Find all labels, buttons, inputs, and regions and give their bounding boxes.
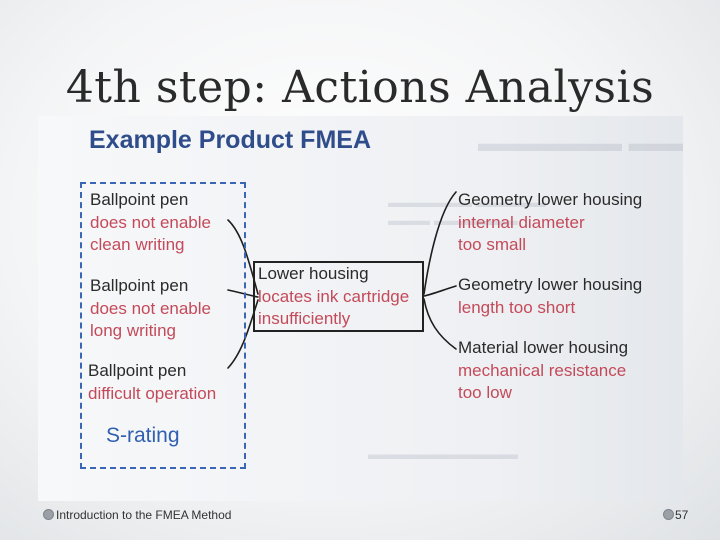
cause-1-subject: Geometry lower housing	[458, 190, 643, 209]
effect-3-line-1: difficult operation	[88, 383, 217, 403]
cause-2-subject: Geometry lower housing	[458, 275, 643, 294]
slide-title: 4th step: Actions Analysis	[65, 62, 655, 113]
cause-3-subject: Material lower housing	[458, 338, 629, 357]
connector-cause-1	[423, 191, 457, 295]
footer-text: Introduction to the FMEA Method	[56, 508, 232, 522]
effect-2: Ballpoint pen does not enable long writi…	[90, 275, 211, 343]
effect-2-subject: Ballpoint pen	[90, 276, 189, 295]
cause-1: Geometry lower housing internal diameter…	[458, 189, 642, 257]
cause-3: Material lower housing mechanical resist…	[458, 337, 628, 405]
failure-mode-line-2: insufficiently	[258, 309, 351, 328]
effect-1-line-1: does not enable	[90, 212, 211, 232]
effect-1-subject: Ballpoint pen	[90, 190, 189, 209]
effect-1-line-2: clean writing	[90, 235, 185, 254]
cause-3-line-1: mechanical resistance	[458, 360, 627, 380]
cause-1-line-2: too small	[458, 235, 527, 254]
connector-cause-2	[423, 285, 457, 297]
cause-2-line-1: length too short	[458, 297, 576, 317]
effects-dashed-box	[80, 182, 246, 469]
slide-footer: Introduction to the FMEA Method 57	[0, 506, 720, 526]
effect-2-line-2: long writing	[90, 321, 176, 340]
effect-1: Ballpoint pen does not enable clean writ…	[90, 189, 211, 257]
cause-2: Geometry lower housing length too short	[458, 274, 642, 319]
failure-mode-subject: Lower housing	[258, 264, 369, 283]
s-rating-label: S-rating	[106, 424, 180, 447]
effect-2-line-1: does not enable	[90, 298, 211, 318]
cause-1-line-1: internal diameter	[458, 212, 585, 232]
connector-effect-2	[227, 289, 259, 298]
fmea-example-figure: ▬▬▬▬ ▬▬▬▬▬▬ ▬▬▬▬▬ ▬▬▬▬▬▬ ▬▬▬▬▬▬ ▬▬▬ ▬▬▬▬…	[38, 116, 683, 501]
connector-cause-3	[423, 298, 457, 350]
failure-mode-box	[253, 261, 424, 332]
effect-3: Ballpoint pen difficult operation	[88, 360, 216, 405]
failure-mode: Lower housing locates ink cartridge insu…	[258, 263, 409, 331]
page-number-bullet-icon	[663, 509, 674, 520]
cause-3-line-2: too low	[458, 383, 512, 402]
failure-mode-line-1: locates ink cartridge	[258, 286, 410, 306]
figure-title: Example Product FMEA	[89, 126, 371, 154]
page-number: 57	[675, 508, 689, 522]
effect-3-subject: Ballpoint pen	[88, 361, 187, 380]
footer-bullet-icon	[43, 509, 54, 520]
